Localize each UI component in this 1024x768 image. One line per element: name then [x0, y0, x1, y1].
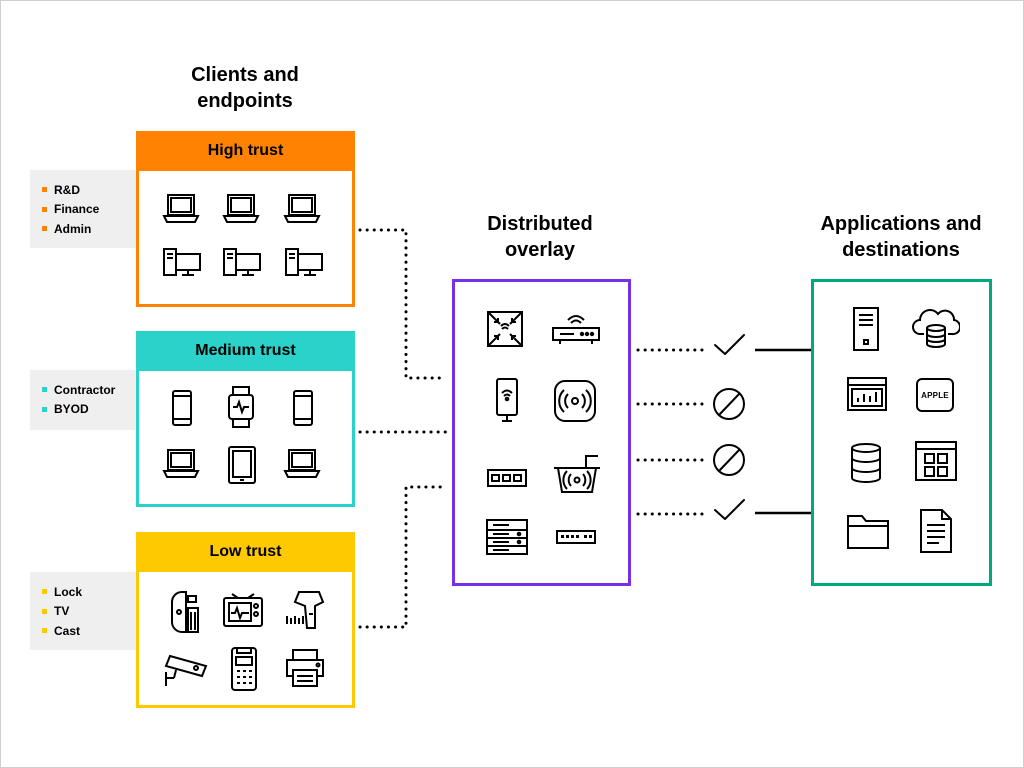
apple-label: APPLE [921, 390, 949, 400]
tag-marker [42, 406, 47, 412]
door-lock-icon [171, 591, 199, 633]
tag-item: Contractor [42, 380, 136, 400]
tag-marker [42, 387, 47, 393]
tag-marker [42, 589, 47, 595]
security-camera-icon [164, 654, 208, 686]
apple-app-icon: APPLE [916, 378, 954, 412]
trust-header: Low trust [136, 532, 355, 572]
tag-item: Lock [42, 582, 136, 602]
gateway-icon [554, 455, 600, 493]
apps-box [811, 279, 992, 586]
smartphone-icon [293, 390, 313, 426]
printer-icon [286, 649, 324, 687]
folder-icon [847, 515, 889, 549]
tag-item: TV [42, 602, 136, 622]
apps-heading: Applications and destinations [820, 213, 982, 261]
switch-icon [487, 469, 527, 487]
document-icon [920, 509, 952, 553]
tablet-icon [228, 446, 256, 484]
trust-header: High trust [136, 131, 355, 171]
tag-panel-low: Lock TV Cast [30, 572, 136, 650]
tag-marker [42, 206, 47, 212]
network-switch-icon [556, 530, 596, 544]
low-trust-connector [358, 485, 448, 629]
database-icon [851, 443, 881, 483]
laptop-icon [283, 194, 321, 223]
analytics-dashboard-icon [847, 377, 887, 411]
router-icon [552, 315, 600, 344]
clients-heading: Clients and endpoints [191, 64, 299, 112]
tag-label: BYOD [54, 402, 89, 417]
tag-label: Finance [54, 202, 100, 217]
tag-marker [42, 187, 47, 193]
payment-terminal-icon [231, 647, 257, 691]
server-tower-icon [853, 307, 879, 351]
monitor-device-icon [223, 593, 263, 627]
barcode-scanner-icon [286, 591, 325, 629]
server-rack-icon [486, 519, 528, 555]
tag-label: R&D [54, 182, 80, 197]
tag-item: Finance [42, 200, 136, 220]
app-window-grid-icon [915, 441, 957, 481]
tag-item: Cast [42, 621, 136, 641]
wireless-access-point-icon [487, 311, 523, 347]
tag-item: R&D [42, 180, 136, 200]
tag-marker [42, 226, 47, 232]
desktop-computer-icon [285, 248, 323, 276]
tag-label: Cast [54, 623, 81, 638]
desktop-computer-icon [223, 248, 261, 276]
tag-label: Admin [54, 221, 92, 236]
trust-label: High trust [207, 142, 284, 159]
check-icon [714, 499, 745, 520]
tag-label: Contractor [54, 382, 116, 397]
blocked-icon [713, 444, 745, 476]
tag-item: Admin [42, 219, 136, 239]
smartphone-icon [172, 390, 192, 426]
check-icon [714, 334, 745, 355]
overlay-heading: Distributed overlay [487, 213, 593, 261]
laptop-icon [222, 194, 260, 223]
cloud-database-icon [912, 309, 960, 348]
desktop-computer-icon [163, 248, 201, 276]
trust-header: Medium trust [136, 331, 355, 371]
high-trust-connector [358, 228, 448, 380]
laptop-icon [283, 449, 321, 478]
tag-panel-high: R&D Finance Admin [30, 170, 136, 248]
trust-label: Medium trust [195, 342, 296, 359]
tag-marker [42, 608, 47, 614]
tag-label: TV [54, 604, 70, 619]
overlay-box [452, 279, 631, 586]
iot-sensor-icon [554, 380, 596, 422]
laptop-icon [162, 449, 200, 478]
outdoor-access-point-icon [496, 378, 518, 422]
tag-item: BYOD [42, 400, 136, 420]
laptop-icon [162, 194, 200, 223]
tag-panel-medium: Contractor BYOD [30, 370, 136, 430]
blocked-icon [713, 388, 745, 420]
tag-label: Lock [54, 584, 83, 599]
trust-label: Low trust [209, 543, 282, 560]
smartwatch-icon [228, 386, 254, 428]
tag-marker [42, 628, 47, 634]
